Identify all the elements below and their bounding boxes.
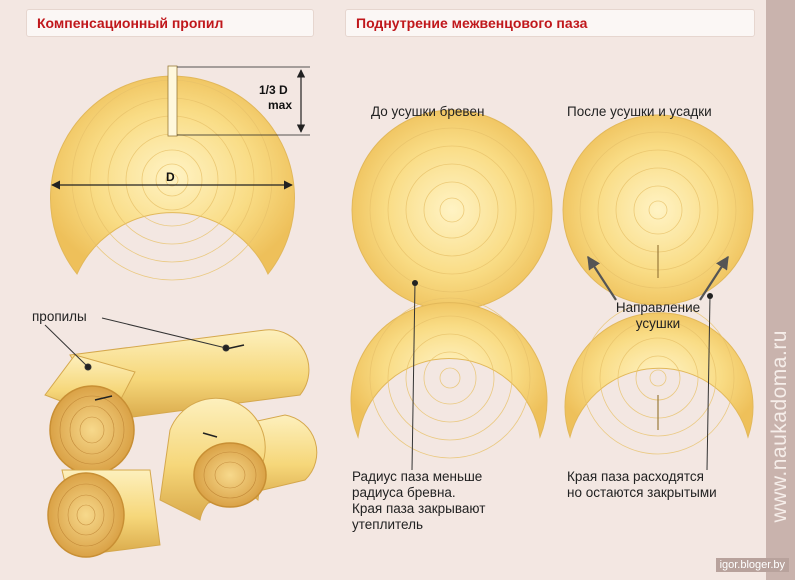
before-label: До усушки бревен bbox=[371, 104, 485, 119]
before-caption: Радиус паза меньше радиуса бревна. Края … bbox=[352, 469, 485, 533]
cut-depth-label-bottom: max bbox=[268, 98, 293, 112]
after-caption: Края паза расходятся но остаются закрыты… bbox=[567, 469, 717, 501]
after-caption-line-2: но остаются закрытыми bbox=[567, 485, 717, 500]
left-panel-title: Компенсационный пропил bbox=[26, 9, 314, 37]
cut-depth-dimension bbox=[177, 66, 310, 136]
cuts-leader-lines bbox=[44, 317, 230, 371]
after-label: После усушки и усадки bbox=[567, 104, 712, 119]
direction-label: Направление усушки bbox=[612, 300, 704, 332]
before-caption-line-2: радиуса бревна. bbox=[352, 485, 456, 500]
log-cross-section-cut bbox=[50, 65, 295, 281]
before-caption-line-1: Радиус паза меньше bbox=[352, 469, 483, 484]
diameter-label: D bbox=[166, 170, 175, 184]
diagram-canvas bbox=[44, 65, 754, 558]
direction-label-line-2: усушки bbox=[635, 316, 681, 331]
before-caption-line-4: утеплитель bbox=[352, 517, 424, 532]
log-corner-joint bbox=[44, 329, 318, 558]
cuts-label: пропилы bbox=[32, 309, 87, 324]
direction-label-line-1: Направление bbox=[615, 300, 701, 315]
right-panel-title: Поднутрение межвенцового паза bbox=[345, 9, 755, 37]
before-logs bbox=[350, 109, 553, 471]
before-caption-line-3: Края паза закрывают bbox=[352, 501, 486, 516]
watermark-sidebar: www.naukadoma.ru bbox=[766, 0, 795, 580]
after-caption-line-1: Края паза расходятся bbox=[567, 469, 704, 484]
after-logs bbox=[562, 114, 754, 471]
credit-badge: igor.bloger.by bbox=[715, 558, 789, 572]
watermark-text: www.naukadoma.ru bbox=[768, 330, 791, 523]
cut-depth-label-top: 1/3 D bbox=[259, 83, 288, 97]
